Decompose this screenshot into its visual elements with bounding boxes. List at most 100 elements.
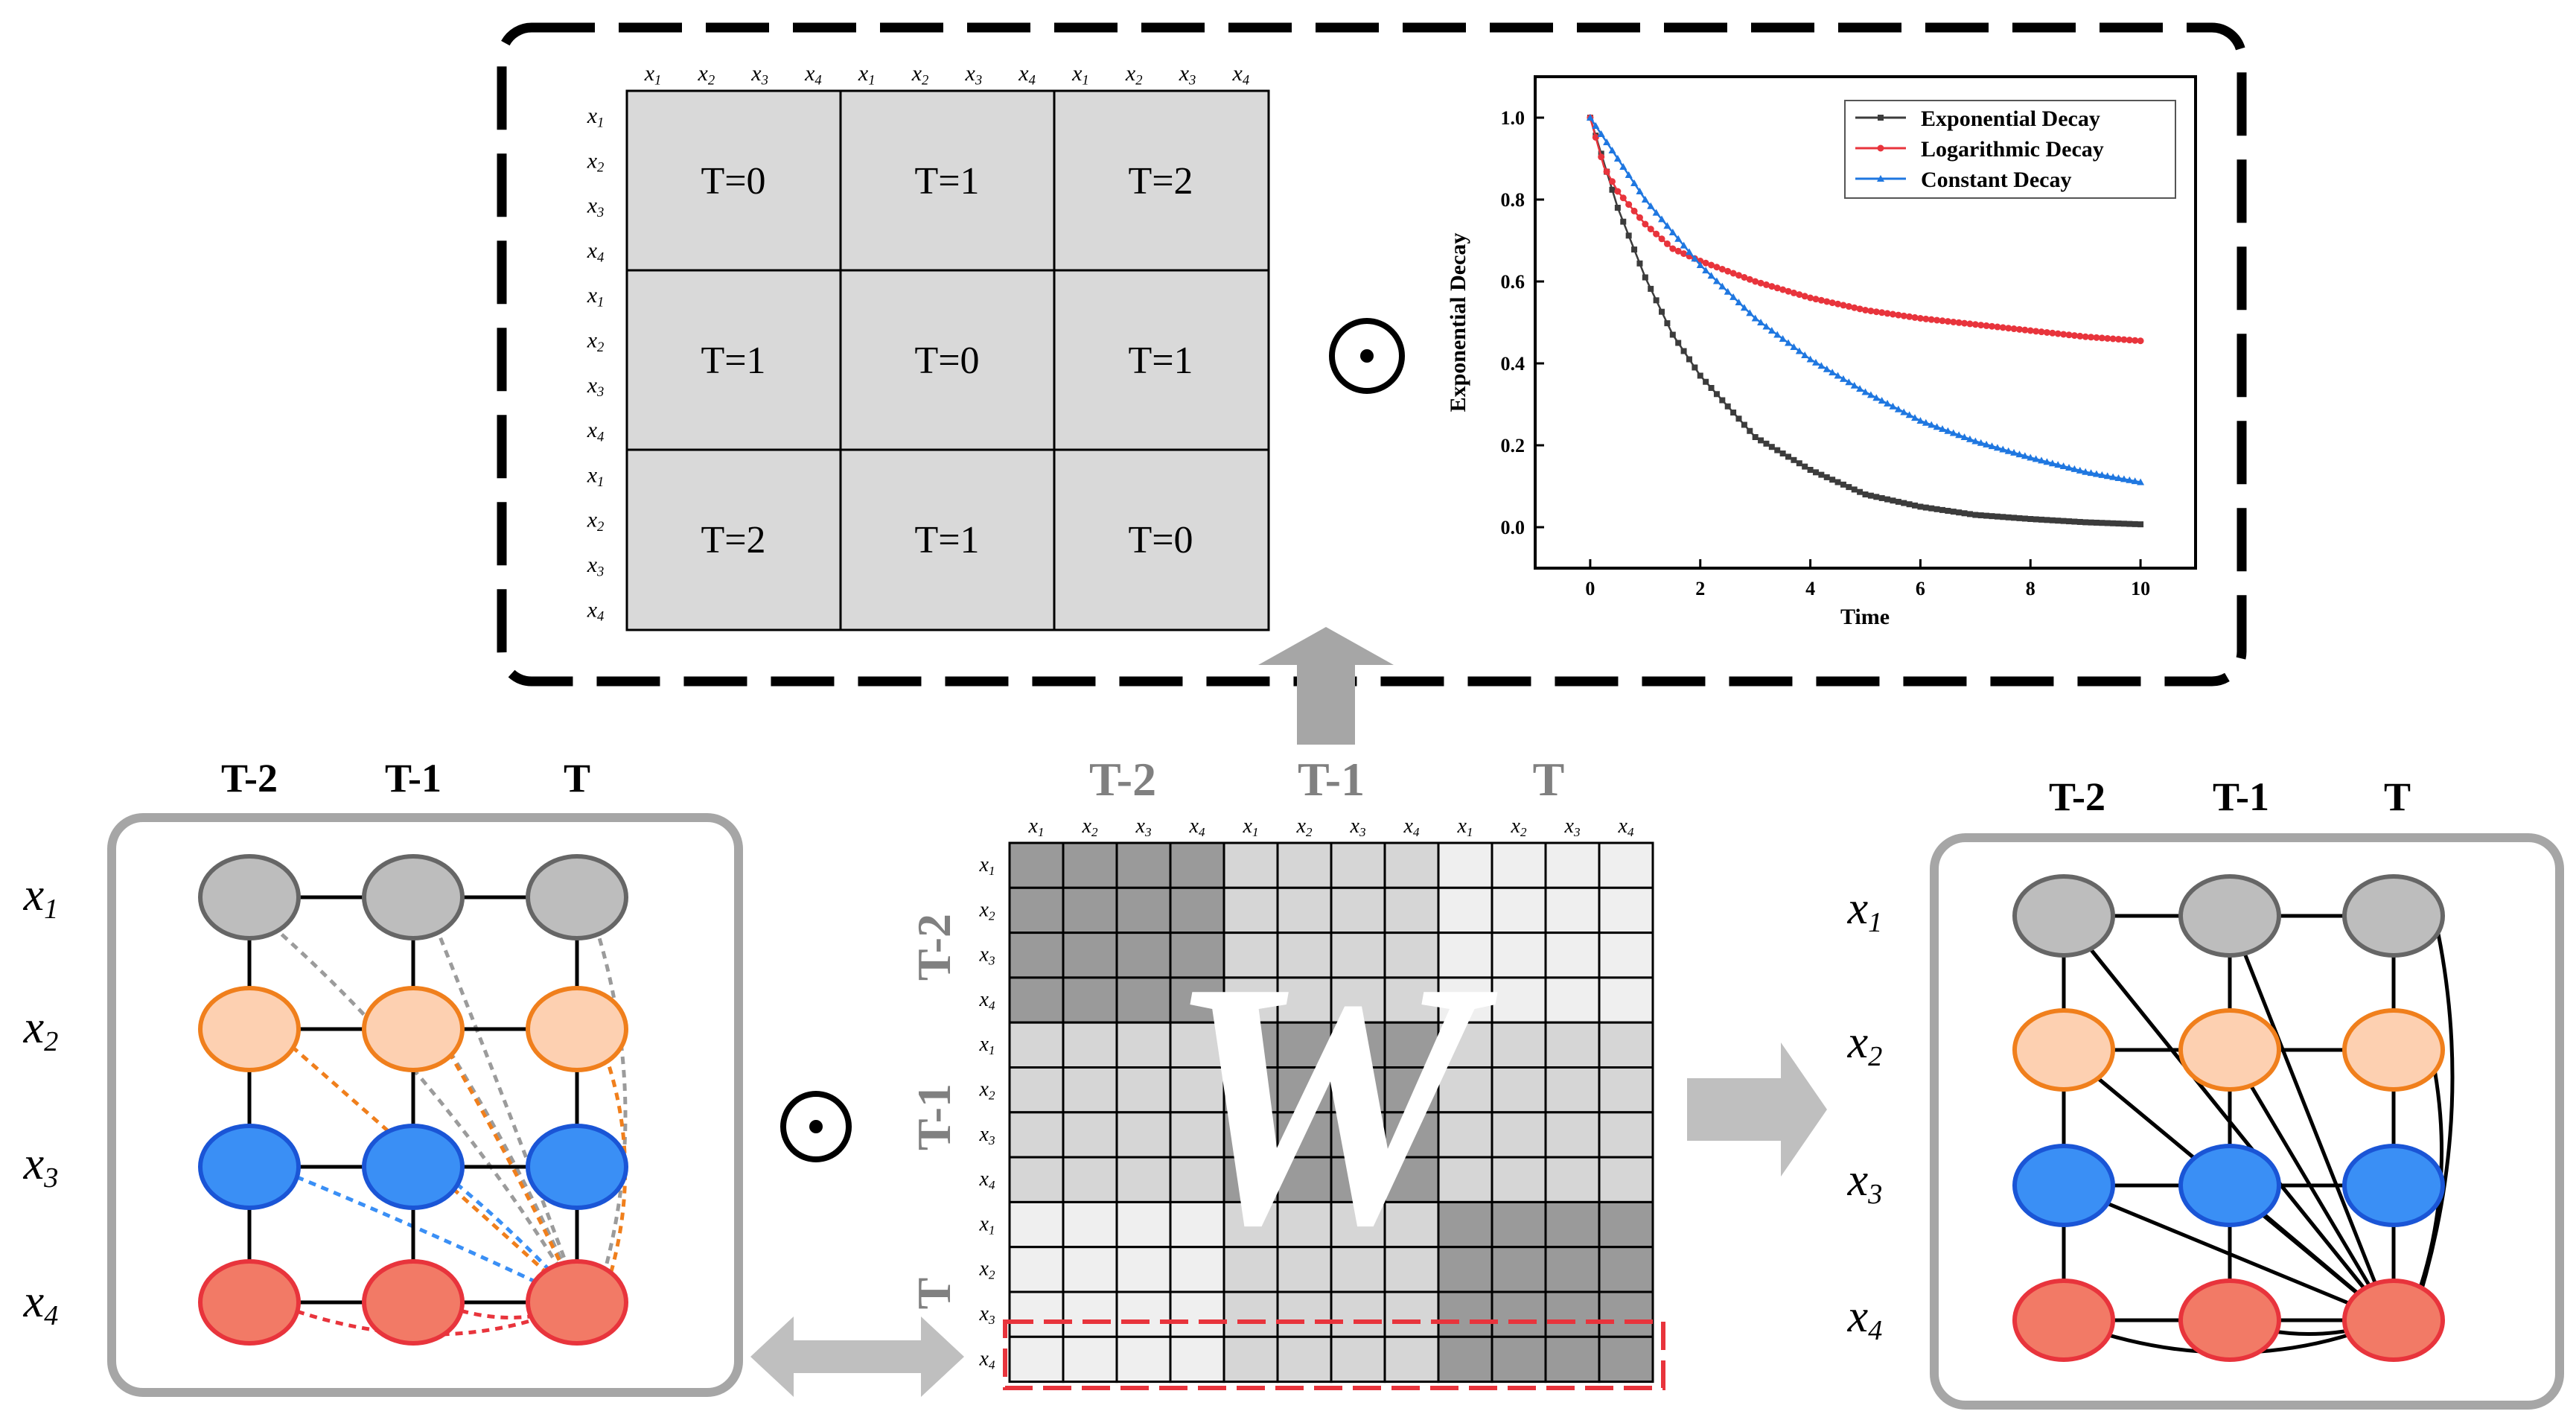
series-marker	[2005, 325, 2012, 332]
series-marker	[1818, 471, 1825, 478]
series-marker	[1636, 214, 1643, 221]
series-marker	[1944, 318, 1951, 325]
matrix-cell-label: T=1	[914, 519, 979, 561]
series-marker	[1867, 492, 1874, 499]
series-marker	[1625, 171, 1633, 178]
series-marker	[1747, 427, 1753, 434]
series-marker	[1956, 509, 1963, 516]
node-orange	[198, 986, 301, 1072]
weight-cell	[1008, 1200, 1065, 1249]
matrix-cell-label: T=0	[1128, 519, 1193, 561]
weight-column-label: x2	[1081, 815, 1097, 839]
series-marker	[1586, 114, 1594, 121]
weight-column-label: x1	[1456, 815, 1473, 839]
series-marker	[1768, 283, 1776, 290]
weight-cell	[1437, 1246, 1493, 1293]
series-marker	[1873, 494, 1880, 500]
series-marker	[1663, 240, 1671, 247]
weight-cell	[1598, 976, 1654, 1024]
weight-cell	[1008, 1021, 1065, 1069]
series-marker	[2098, 471, 2106, 478]
weight-cell	[1062, 1066, 1118, 1114]
series-marker	[1801, 351, 1809, 358]
chart-x-axis-label: Time	[1840, 605, 1890, 629]
weight-cell	[1008, 1066, 1065, 1114]
series-marker	[1740, 304, 1748, 311]
series-marker	[1895, 498, 1901, 505]
weight-cell	[1491, 841, 1547, 889]
series-marker	[1911, 313, 1919, 321]
weight-cell	[1383, 1200, 1440, 1249]
series-marker	[2027, 327, 2034, 334]
node-blue	[362, 1124, 465, 1210]
matrix-row-label: x4	[587, 418, 605, 445]
series-marker	[2049, 329, 2056, 337]
series-marker	[1890, 497, 1896, 504]
series-marker	[1636, 260, 1643, 267]
series-marker	[1598, 153, 1605, 161]
series-marker	[1983, 322, 1990, 329]
series-marker	[1889, 402, 1897, 410]
weight-cell	[1115, 1156, 1172, 1203]
left-time-label: T	[564, 756, 590, 800]
node-red	[526, 1259, 628, 1346]
weight-cell	[1598, 1066, 1654, 1114]
weight-cell	[1008, 886, 1065, 935]
series-marker	[2027, 453, 2035, 461]
weight-column-label: x2	[1510, 815, 1526, 839]
right-variable-label: x4	[1847, 1291, 1883, 1346]
weight-cell	[1062, 1290, 1118, 1338]
series-marker	[2071, 518, 2078, 525]
series-marker	[1971, 437, 1980, 445]
series-marker	[2043, 328, 2050, 336]
series-marker	[1817, 362, 1826, 369]
series-marker	[1741, 274, 1748, 281]
top-dashed-box	[497, 22, 2247, 687]
series-marker	[1692, 364, 1698, 371]
node-blue	[2342, 1144, 2445, 1227]
series-marker	[2082, 519, 2089, 526]
x-tick-label: 2	[1695, 578, 1705, 599]
matrix-row-label: x4	[587, 238, 605, 265]
weight-cell	[1008, 1335, 1065, 1384]
series-marker	[1850, 381, 1858, 389]
weight-cell	[1598, 1200, 1654, 1249]
series-marker	[1647, 226, 1654, 233]
series-marker	[1966, 320, 1974, 328]
weight-row-label: x2	[978, 898, 995, 923]
weight-cell	[1544, 1156, 1601, 1203]
weight-cell	[1330, 886, 1386, 935]
series-marker	[1823, 474, 1830, 480]
weight-column-label: x1	[1242, 815, 1258, 839]
series-marker	[2109, 335, 2117, 343]
x-tick-label: 10	[2131, 578, 2150, 599]
weight-cell	[1491, 932, 1547, 979]
series-marker	[2021, 452, 2029, 459]
weight-cell	[1222, 1156, 1279, 1203]
series-marker	[1862, 307, 1869, 313]
series-marker	[2070, 465, 2079, 472]
weight-cell	[1062, 1156, 1118, 1203]
series-marker	[1735, 272, 1742, 279]
weight-row-label: x3	[978, 943, 995, 968]
series-marker	[1790, 343, 1798, 350]
weight-cell	[1598, 841, 1654, 889]
matrix-cell-label: T=0	[701, 160, 765, 203]
weight-cell	[1491, 1066, 1547, 1114]
series-marker	[1817, 296, 1825, 304]
matrix-cell-label: T=1	[701, 340, 765, 382]
series-marker	[1680, 348, 1687, 354]
matrix-column-label: x2	[1125, 61, 1143, 88]
chart-y-axis-label: Exponential Decay	[1446, 233, 1470, 413]
series-marker	[2110, 520, 2117, 526]
series-marker	[2065, 463, 2073, 471]
series-marker	[2054, 461, 2062, 468]
right-variable-label: x3	[1847, 1155, 1883, 1210]
series-marker	[1867, 308, 1875, 315]
weight-cell	[1169, 1156, 1225, 1203]
series-marker	[1878, 309, 1886, 316]
